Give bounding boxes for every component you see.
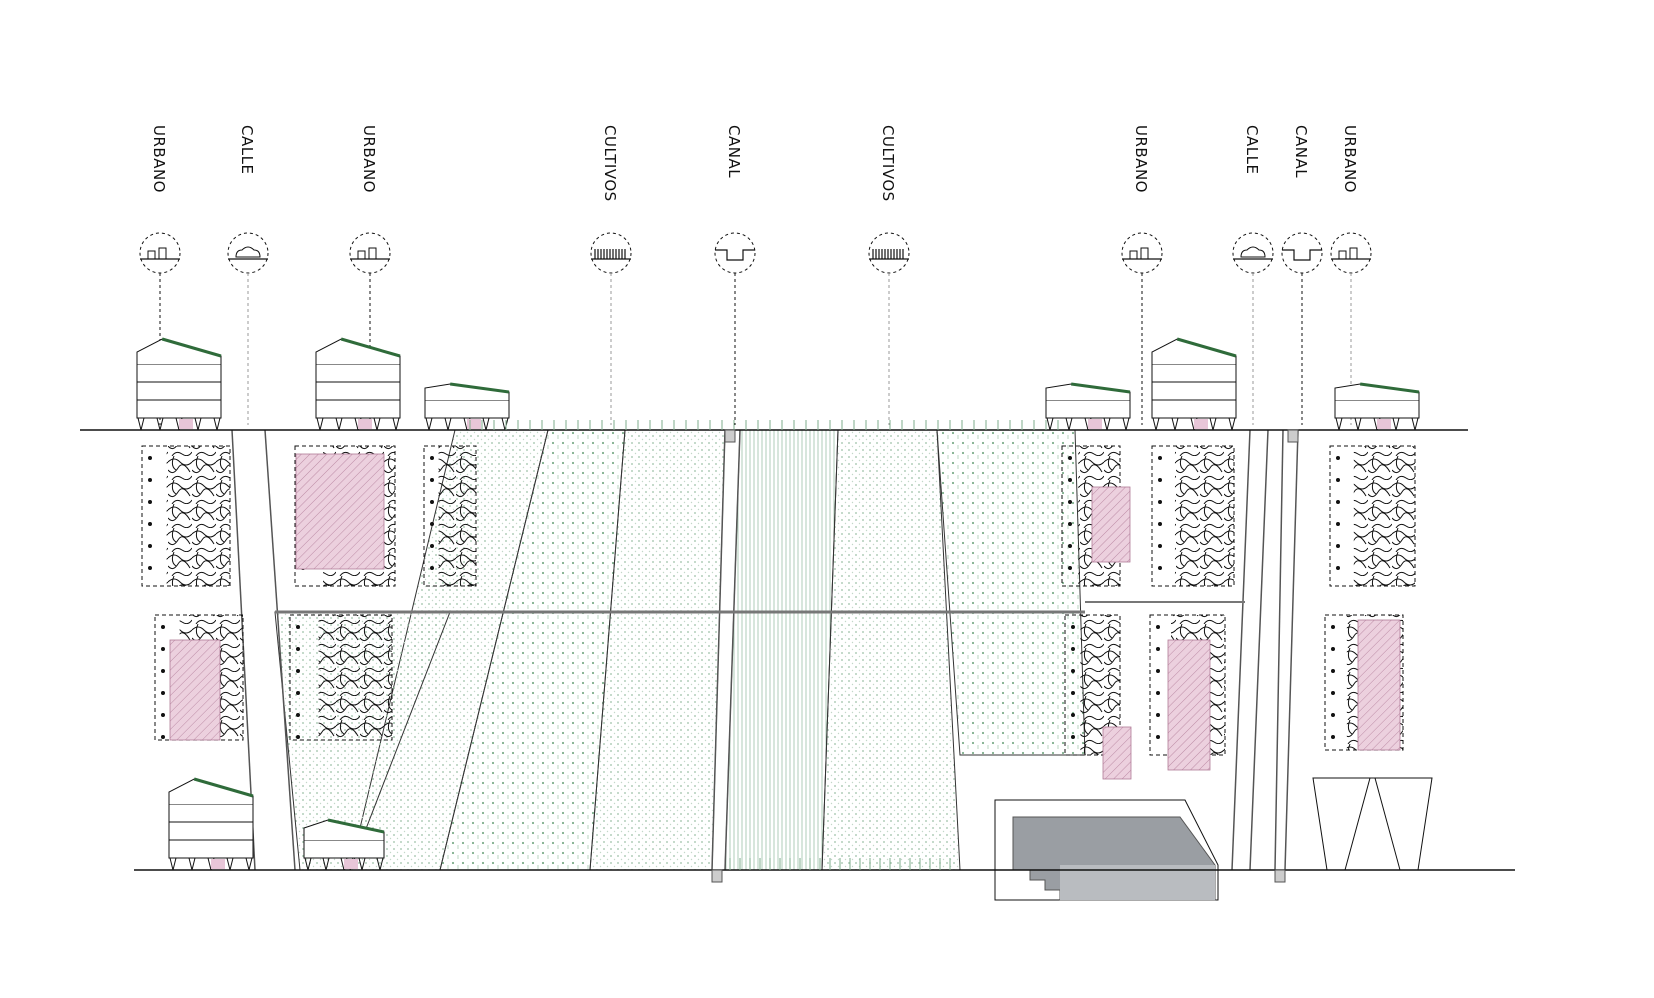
zone-canal: CANAL — [1281, 125, 1323, 425]
pink-hatched-area — [1102, 726, 1132, 780]
building — [1334, 382, 1420, 431]
zone-calle: CALLE — [1232, 125, 1274, 425]
building — [303, 818, 385, 871]
zone-label: URBANO — [150, 125, 168, 193]
buildings-icon — [349, 232, 391, 274]
canal-section — [724, 429, 736, 443]
canal-icon — [1281, 232, 1323, 274]
canal-street-edge — [1284, 429, 1299, 871]
building — [315, 337, 401, 431]
building — [1045, 382, 1131, 431]
zone-cultivos: CULTIVOS — [590, 125, 632, 425]
zone-urbano: URBANO — [1330, 125, 1372, 425]
crop-field — [724, 429, 839, 871]
canal-section — [1287, 429, 1299, 443]
building — [424, 382, 510, 431]
zone-label: URBANO — [1132, 125, 1150, 193]
canal-street-edge — [264, 429, 296, 871]
canal-street-edge — [1274, 429, 1284, 871]
pink-hatched-area — [1357, 619, 1401, 751]
pink-hatched-area — [1167, 639, 1211, 771]
canal-street-edge — [1249, 429, 1269, 871]
urban-block — [423, 445, 477, 587]
canal-section — [1274, 869, 1286, 883]
zone-label: CULTIVOS — [879, 125, 897, 202]
canal-street-edge — [1231, 429, 1251, 871]
urban-block — [141, 445, 231, 587]
buildings-icon — [1330, 232, 1372, 274]
zone-label: CALLE — [238, 125, 256, 174]
pink-hatched-area — [1091, 486, 1131, 563]
zone-label: URBANO — [360, 125, 378, 193]
zone-label: CALLE — [1243, 125, 1261, 174]
zone-label: URBANO — [1341, 125, 1359, 193]
urban-block — [1329, 445, 1416, 587]
zone-cultivos: CULTIVOS — [868, 125, 910, 425]
zone-label: CANAL — [1292, 125, 1310, 178]
crops-icon — [590, 232, 632, 274]
tower-building — [1312, 777, 1433, 871]
urban-block — [1151, 445, 1235, 587]
zone-urbano: URBANO — [349, 125, 391, 425]
buildings-icon — [1121, 232, 1163, 274]
urban-block — [289, 614, 393, 741]
buildings — [136, 337, 1433, 871]
buildings-icon — [139, 232, 181, 274]
zone-canal: CANAL — [714, 125, 756, 425]
building — [136, 337, 222, 431]
canal-street-edge — [711, 429, 726, 871]
zone-headers: URBANO CALLE URBANO CULTIVOS CANAL CULTIVOS UR… — [139, 125, 1372, 425]
crop-field — [821, 429, 961, 871]
car-icon — [227, 232, 269, 274]
zone-label: CULTIVOS — [601, 125, 619, 202]
pink-hatched-area — [295, 453, 385, 570]
ground-lines — [80, 420, 1515, 883]
car-icon — [1232, 232, 1274, 274]
zone-urbano: URBANO — [1121, 125, 1163, 425]
urban-blocks — [141, 445, 1416, 901]
building — [1151, 337, 1237, 431]
building — [168, 777, 254, 871]
canal-section — [711, 869, 723, 883]
zone-calle: CALLE — [227, 125, 269, 425]
pink-hatched-area — [169, 639, 221, 741]
crops-icon — [868, 232, 910, 274]
zone-label: CANAL — [725, 125, 743, 178]
crop-field — [936, 429, 1086, 756]
canal-street-edge — [724, 429, 741, 871]
canal-icon — [714, 232, 756, 274]
amphitheater — [994, 799, 1219, 901]
